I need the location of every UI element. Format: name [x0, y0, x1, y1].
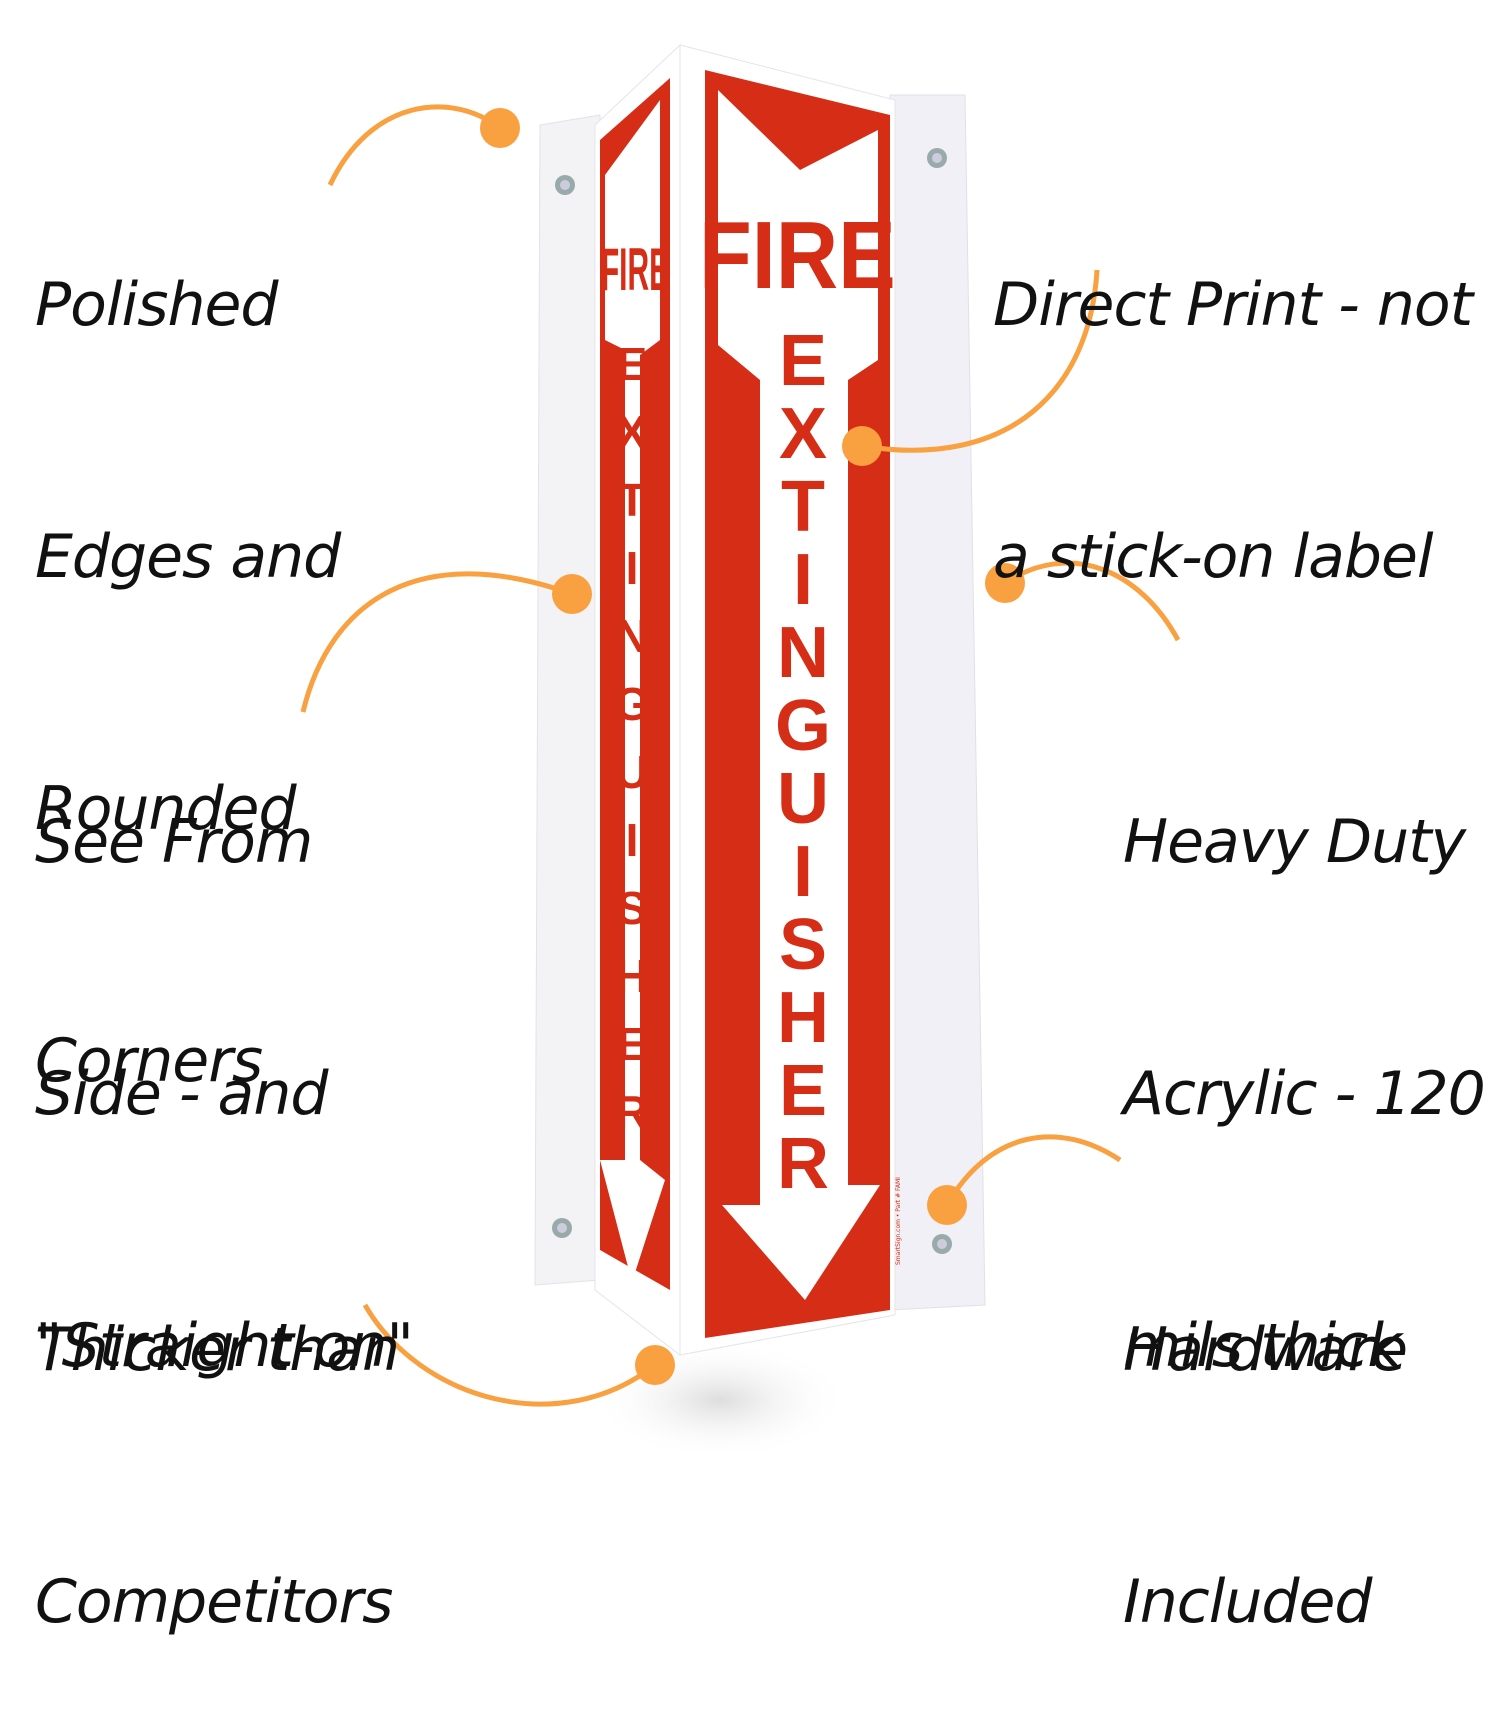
callout-dot — [842, 426, 882, 466]
callout-lines — [300, 104, 1181, 1407]
callout-line: Included — [1123, 1567, 1373, 1637]
sign-letter: E — [617, 338, 648, 390]
side-arrow-icon — [600, 100, 665, 1282]
sign-letter: N — [615, 610, 648, 662]
callout-line: Corners — [35, 1026, 263, 1096]
screw-icon — [932, 1234, 952, 1254]
callout-dot — [985, 563, 1025, 603]
callout-dot — [552, 574, 592, 614]
shadow — [590, 1340, 850, 1460]
front-arrow-icon — [718, 90, 880, 1300]
callout-line: Competitors — [35, 1567, 393, 1637]
callout-line: See From — [35, 807, 313, 877]
sign-letter: R — [615, 1086, 648, 1138]
callout-direct-print: Direct Print - not a stick-on label — [993, 95, 1473, 683]
screw-icon — [555, 175, 575, 195]
callout-see-from-side: See From Side - and "Straight-on" — [35, 632, 414, 1472]
right-mounting-plate — [889, 94, 986, 1311]
sign-letter: T — [781, 467, 825, 547]
sign-letter: T — [618, 474, 646, 526]
callout-dot — [480, 108, 520, 148]
sign-letter: H — [777, 978, 829, 1058]
fine-print: SmartSign.com • Part # FAMI — [895, 1177, 902, 1265]
sign-letter: U — [777, 759, 829, 839]
sign-letter: I — [626, 542, 639, 594]
sign-letter: G — [614, 678, 650, 730]
callout-line: Heavy Duty — [1123, 807, 1466, 877]
callout-dots — [480, 108, 1025, 1385]
sign-letter: E — [779, 321, 827, 401]
sign-letter: E — [779, 1051, 827, 1131]
callout-line: mils thick — [1123, 1311, 1402, 1381]
sign-letter: I — [793, 540, 813, 620]
sign-letter: G — [775, 686, 831, 766]
callout-polished-edges: Polished Edges and Rounded Corners — [35, 95, 341, 1187]
sign-letter: I — [793, 832, 813, 912]
sign-letter: E — [617, 1018, 648, 1070]
callout-line: Direct Print - not — [993, 270, 1473, 340]
callout-hardware: Hardware Included — [1123, 1140, 1408, 1728]
callout-line: Side - and — [35, 1059, 328, 1129]
sign-letter: X — [779, 394, 827, 474]
screw-icon — [552, 1218, 572, 1238]
sign-letter: X — [617, 406, 648, 458]
sign-letter: R — [777, 1124, 829, 1204]
side-fire-text: FIRE — [601, 237, 669, 304]
callout-line: Polished — [35, 270, 279, 340]
callout-heavy-duty: Heavy Duty Acrylic - 120 mils thick — [1123, 632, 1486, 1472]
sign-letter: U — [615, 746, 648, 798]
callout-line: Acrylic - 120 — [1123, 1059, 1486, 1129]
sign-letter: S — [617, 882, 648, 934]
callout-line: Edges and — [35, 522, 341, 592]
callout-dot — [635, 1345, 675, 1385]
callout-line: a stick-on label — [993, 522, 1434, 592]
sign-letter: I — [626, 814, 639, 866]
sign-letter: H — [615, 950, 648, 1002]
callout-dot — [927, 1185, 967, 1225]
callout-thicker: Thicker than Competitors — [35, 1140, 400, 1728]
callout-line: "Straight-on" — [35, 1311, 414, 1381]
sign-letter: N — [777, 613, 829, 693]
front-fire-text: FIRE — [699, 202, 896, 309]
screw-icon — [927, 148, 947, 168]
callout-line: Rounded — [35, 774, 297, 844]
callout-line: Hardware — [1123, 1315, 1408, 1385]
left-mounting-plate — [534, 114, 601, 1286]
callout-line: Thicker than — [35, 1315, 400, 1385]
sign-letter: S — [779, 905, 827, 985]
